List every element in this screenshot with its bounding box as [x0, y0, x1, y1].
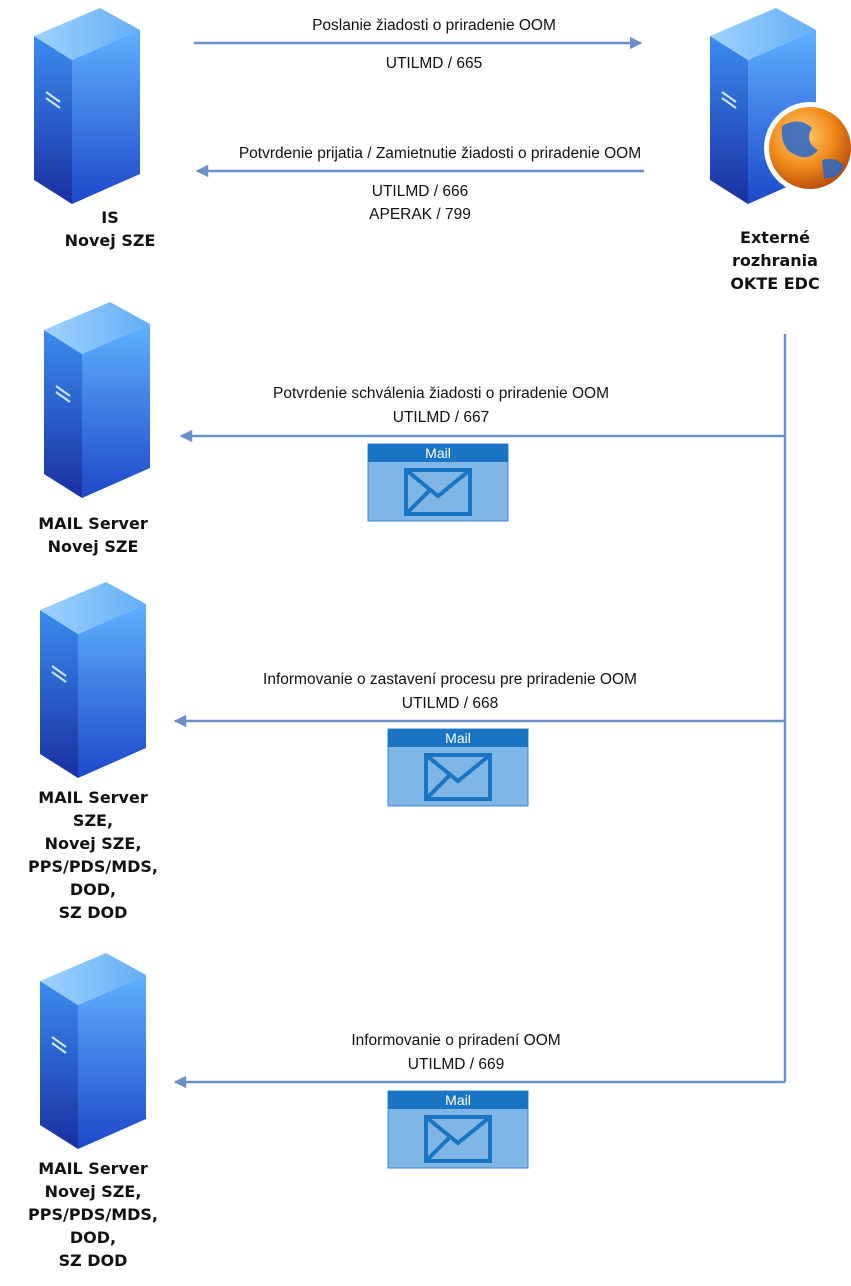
- mail-label: Mail: [445, 1092, 471, 1108]
- flow-668-code: UTILMD / 668: [401, 695, 499, 712]
- flow-799-code: APERAK / 799: [369, 206, 471, 223]
- flow-668-title: Informovanie o zastavení procesu pre pri…: [263, 671, 637, 688]
- flow-669-title: Informovanie o priradení OOM: [351, 1032, 561, 1049]
- flow-665-code: UTILMD / 665: [385, 55, 483, 72]
- flow-669-code: UTILMD / 669: [407, 1056, 505, 1073]
- server-tower-icon: [43, 301, 151, 499]
- globe-icon: [764, 102, 851, 194]
- mail-label: Mail: [445, 730, 471, 746]
- server-tower-icon: [33, 7, 141, 205]
- flow-665-title: Poslanie žiadosti o priradenie OOM: [312, 17, 556, 34]
- flow-667-code: UTILMD / 667: [392, 409, 490, 426]
- server-tower-icon: [39, 952, 147, 1150]
- flow-666-code: UTILMD / 666: [371, 183, 469, 200]
- node-label-okte: Externé rozhrania OKTE EDC: [730, 228, 820, 293]
- flow-666-title: Potvrdenie prijatia / Zamietnutie žiados…: [238, 145, 642, 162]
- node-label-mail1: MAIL Server Novej SZE: [38, 514, 148, 556]
- flow-667-title: Potvrdenie schválenia žiadosti o prirade…: [272, 385, 609, 402]
- server-tower-icon: [39, 581, 147, 779]
- mail-envelope-icon: Mail: [367, 443, 509, 522]
- node-label-mail3: MAIL Server Novej SZE, PPS/PDS/MDS, DOD,…: [28, 1159, 158, 1270]
- node-label-is: IS Novej SZE: [64, 208, 156, 250]
- mail-envelope-icon: Mail: [387, 1090, 529, 1169]
- mail-label: Mail: [425, 445, 451, 461]
- node-label-mail2: MAIL Server SZE, Novej SZE, PPS/PDS/MDS,…: [28, 788, 158, 922]
- mail-envelope-icon: Mail: [387, 728, 529, 807]
